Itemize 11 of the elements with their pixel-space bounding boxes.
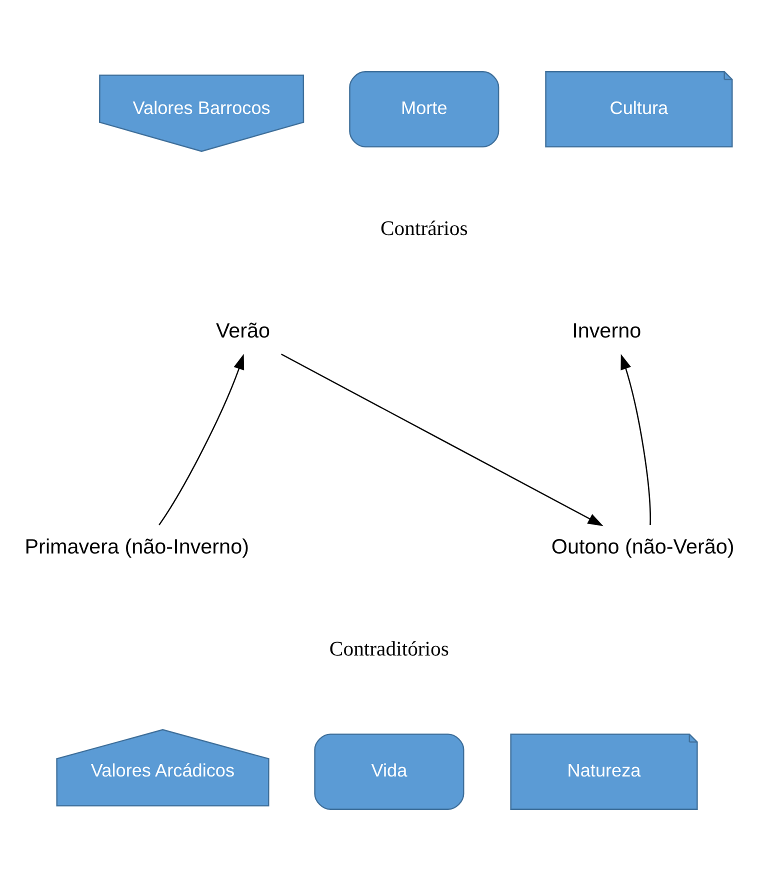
arrow bbox=[158, 353, 244, 525]
node-text: Verão bbox=[216, 318, 270, 342]
node-text: Outono (não-Verão) bbox=[551, 534, 734, 558]
node-box: Morte bbox=[349, 70, 500, 147]
node-text: Inverno bbox=[572, 318, 642, 342]
arrow bbox=[620, 353, 651, 525]
arrow bbox=[281, 353, 604, 526]
label: Contrários bbox=[380, 218, 468, 240]
node-box: Vida bbox=[314, 733, 464, 810]
label: Contraditórios bbox=[329, 638, 449, 660]
node-text: Primavera (não-Inverno) bbox=[24, 534, 249, 558]
